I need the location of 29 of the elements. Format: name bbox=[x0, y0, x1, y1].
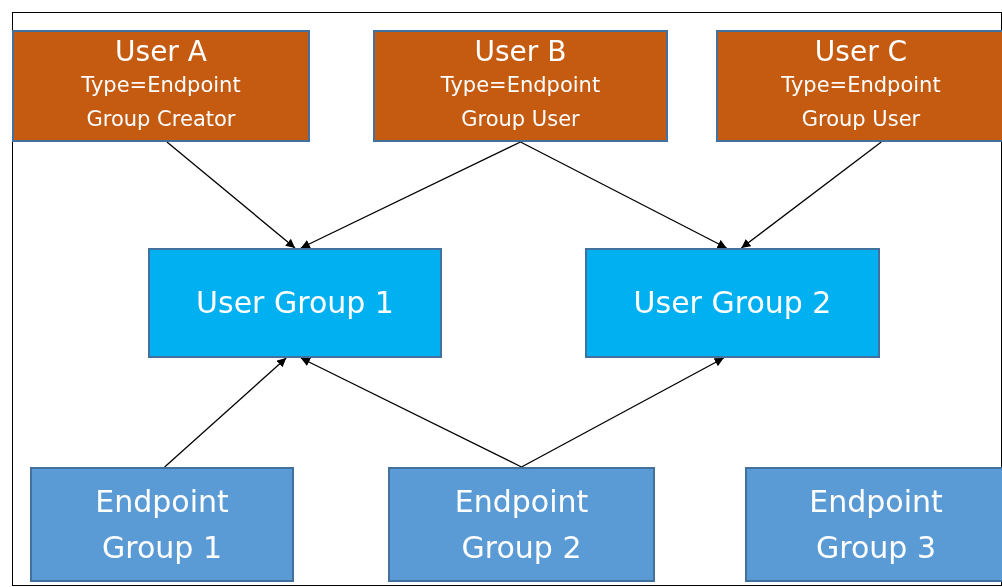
node-title: User A bbox=[115, 36, 207, 68]
user-group-box bbox=[148, 248, 442, 358]
arrow bbox=[300, 357, 523, 468]
node-detail: Type=Endpoint bbox=[81, 72, 241, 99]
arrow bbox=[164, 357, 287, 468]
node-title: Endpoint Group 3 bbox=[808, 482, 944, 567]
node-title: User C bbox=[814, 36, 908, 68]
node-title: User Group 1 bbox=[196, 284, 394, 322]
arrow bbox=[740, 141, 882, 249]
node-title: User Group 2 bbox=[633, 284, 832, 322]
arrow bbox=[519, 141, 728, 249]
node-detail: Group User bbox=[801, 106, 921, 133]
user-box bbox=[373, 30, 668, 142]
arrow bbox=[166, 141, 296, 249]
user-group-box bbox=[585, 248, 880, 358]
endpoint-group-box bbox=[388, 467, 655, 582]
node-detail: Type=Endpoint bbox=[781, 72, 941, 99]
user-box bbox=[12, 30, 310, 142]
node-title: Endpoint Group 1 bbox=[94, 482, 230, 567]
node-detail: Type=Endpoint bbox=[440, 72, 601, 99]
endpoint-group-box bbox=[30, 467, 294, 582]
node-detail: Group User bbox=[461, 106, 580, 133]
user-box bbox=[716, 30, 1002, 142]
node-title: Endpoint Group 2 bbox=[453, 482, 590, 567]
node-detail: Group Creator bbox=[86, 106, 236, 133]
node-title: User B bbox=[474, 36, 567, 68]
endpoint-group-box bbox=[745, 467, 1002, 582]
arrow bbox=[520, 357, 725, 468]
arrow bbox=[300, 141, 522, 249]
